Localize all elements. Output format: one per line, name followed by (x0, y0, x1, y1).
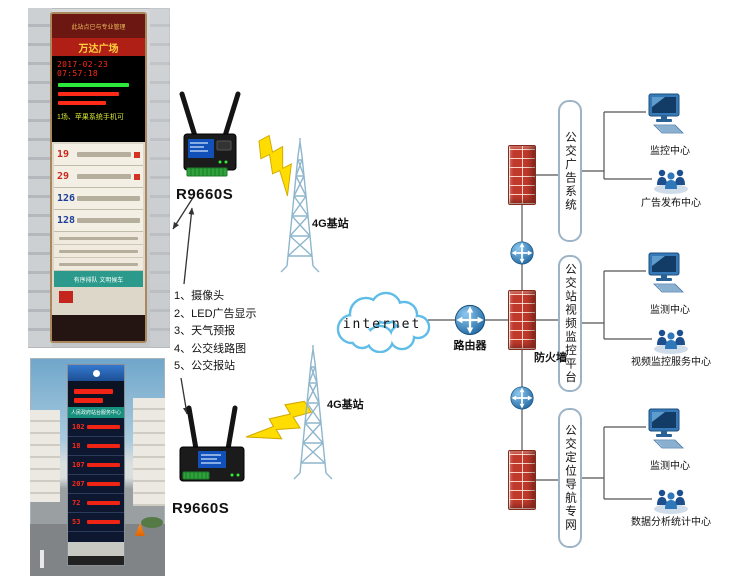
kiosk-display: 此站点已与专业管理 万达广场 2017-02-23 07:57:18 1场、苹果… (50, 12, 147, 343)
red-sign (59, 291, 73, 303)
endpoint-label: 监测中心 (650, 305, 690, 316)
route-row: 102 (68, 418, 124, 437)
pole-banner: 人民政府站台服务中心 (68, 407, 124, 418)
arrow-to-photo1 (172, 195, 195, 230)
route-row: 29 (54, 166, 143, 188)
lightning-bolt-icon (245, 134, 313, 440)
pole-route-list: 102 18 107 207 72 53 (68, 418, 124, 542)
r9660s-router-1 (175, 86, 245, 186)
core-router-icon (453, 303, 487, 337)
firewall-label: 防火墙 (534, 352, 567, 364)
firewall-icon-2 (508, 290, 536, 350)
route-row: 128 (54, 210, 143, 232)
endpoint-label: 视频监控服务中心 (631, 357, 711, 368)
endpoint-label: 监测中心 (650, 461, 690, 472)
route-row: 107 (68, 456, 124, 475)
pole-base (68, 556, 124, 565)
kiosk-top-sign: 此站点已与专业管理 (52, 14, 145, 38)
route-number: 19 (57, 149, 70, 160)
kiosk-footer-notice: 有序排队 文明候车 (54, 271, 143, 287)
route-row-small (54, 232, 143, 245)
pole-led-screen (68, 381, 124, 407)
cloud-label: internet (343, 317, 422, 332)
route-row-small (54, 245, 143, 258)
router1-label: R9660S (176, 186, 234, 203)
led-screen: 2017-02-23 07:57:18 1场、苹果系统手机可 (52, 56, 145, 142)
route-number: 126 (57, 193, 76, 204)
route-number: 29 (57, 171, 70, 182)
photo-street-pole-display: 人民政府站台服务中心 102 18 107 207 72 53 (30, 358, 165, 576)
route-row: 72 (68, 494, 124, 513)
route-row-small (54, 258, 143, 271)
staff-group-icon (652, 325, 690, 355)
router-icon-b (509, 385, 535, 411)
monitor-icon (646, 93, 686, 135)
building-facade (150, 8, 170, 348)
network-box-video-platform: 公交站视频监控平台 (558, 255, 582, 392)
hedge (141, 517, 163, 528)
route-row: 207 (68, 475, 124, 494)
staff-group-icon (652, 165, 690, 195)
staff-group-icon (652, 485, 690, 515)
led-notice: 1场、苹果系统手机可 (57, 114, 124, 121)
pole-lower-panel (68, 542, 124, 556)
feature-item: 1、摄像头 (174, 290, 225, 302)
feature-item: 5、公交报站 (174, 360, 236, 372)
feature-item: 3、天气预报 (174, 325, 236, 337)
route-number: 128 (57, 215, 76, 226)
core-router-label: 路由器 (453, 340, 487, 352)
photo-bus-stop-kiosk: 此站点已与专业管理 万达广场 2017-02-23 07:57:18 1场、苹果… (28, 8, 170, 348)
led-text-row (58, 101, 107, 105)
traffic-cone (135, 523, 145, 536)
network-box-navigation: 公交定位导航专网 (558, 408, 582, 548)
network-box-ad-system: 公交广告系统 (558, 100, 582, 242)
monitor-icon (646, 408, 686, 450)
led-datetime: 2017-02-23 07:57:18 (57, 60, 109, 78)
building-facade (28, 8, 52, 348)
firewall-icon-1 (508, 145, 536, 205)
router-icon-a (509, 240, 535, 266)
firewall-icon-3 (508, 450, 536, 510)
feature-list: 1、摄像头 2、LED广告显示 3、天气预报 4、公交线路图 5、公交报站 (174, 288, 284, 376)
arrow-to-router2 (180, 377, 189, 415)
r9660s-router-2 (172, 403, 252, 498)
internet-cloud: internet (330, 287, 434, 353)
building (133, 398, 165, 506)
antenna-icon (186, 405, 238, 452)
feature-item: 4、公交线路图 (174, 342, 247, 355)
station-name-banner: 万达广场 (52, 38, 145, 56)
kiosk-base (52, 315, 145, 341)
4g-tower-icon-2 (278, 345, 348, 480)
arrow-to-router1 (183, 207, 195, 285)
road-marking (40, 550, 44, 568)
antenna-icon (179, 91, 241, 139)
led-text-row (58, 83, 130, 87)
tower2-label: 4G基站 (327, 399, 364, 411)
feature-item: 2、LED广告显示 (174, 307, 257, 320)
router2-label: R9660S (172, 500, 230, 517)
led-text-row (58, 92, 120, 96)
route-row: 19 (54, 144, 143, 166)
route-row: 126 (54, 188, 143, 210)
route-row: 18 (68, 437, 124, 456)
4g-tower-icon-1 (265, 138, 335, 273)
route-list: 19 29 126 128 有序排队 文明候车 (52, 142, 145, 315)
transit-logo-icon (92, 369, 100, 377)
endpoint-label: 广告发布中心 (641, 198, 701, 209)
endpoint-label: 数据分析统计中心 (631, 517, 711, 528)
pole-header (68, 365, 124, 381)
building (30, 410, 60, 502)
tower1-label: 4G基站 (312, 218, 349, 230)
route-row: 53 (68, 513, 124, 532)
pole-display: 人民政府站台服务中心 102 18 107 207 72 53 (67, 364, 125, 566)
monitor-icon (646, 252, 686, 294)
endpoint-label: 监控中心 (650, 146, 690, 157)
